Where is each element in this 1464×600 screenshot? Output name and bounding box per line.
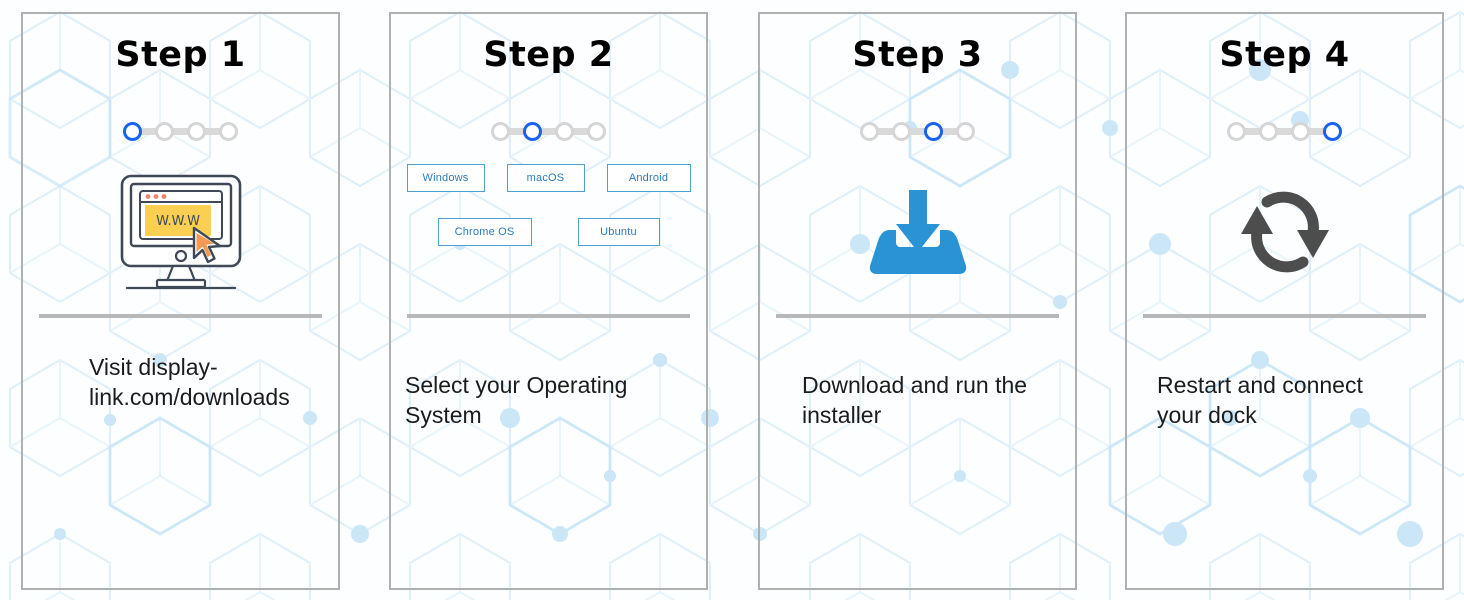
step-card-2[interactable]: Step 2 Windows macOS Android Chrome OS U… (389, 12, 708, 590)
step-connector-1 (1244, 127, 1261, 135)
step-dot-4[interactable] (219, 121, 238, 141)
step-dot-4[interactable] (1323, 121, 1342, 141)
step-4-title: Step 4 (1219, 35, 1350, 75)
step-connector-2 (1276, 127, 1293, 135)
step-4-artwork (1127, 154, 1442, 309)
restart-refresh-icon (1240, 191, 1329, 272)
step-3-artwork (760, 154, 1075, 309)
step-dot-2[interactable] (1259, 121, 1278, 141)
step-card-3[interactable]: Step 3 Download and run the inst (758, 12, 1077, 590)
step-dot-2[interactable] (892, 121, 911, 141)
step-3-progress-indicator (760, 118, 1075, 144)
step-4-caption: Restart and connect your dock (1157, 372, 1363, 429)
svg-text:W.W.W: W.W.W (156, 214, 200, 229)
step-dot-3[interactable] (555, 121, 574, 141)
os-button-ubuntu[interactable]: Ubuntu (577, 218, 660, 246)
step-dot-1[interactable] (1227, 121, 1246, 141)
step-dot-2[interactable] (523, 121, 542, 141)
step-4-progress-indicator (1127, 118, 1442, 144)
step-dot-3[interactable] (187, 121, 206, 141)
step-3-caption: Download and run the installer (802, 372, 1028, 429)
step-dot-4[interactable] (587, 121, 606, 141)
step-1-progress-indicator (23, 118, 338, 144)
step-dot-1[interactable] (860, 121, 879, 141)
os-option-grid: Windows macOS Android Chrome OS Ubuntu (399, 164, 698, 294)
step-4-divider (1143, 314, 1426, 318)
monitor-www-icon: W.W.W (120, 174, 241, 289)
step-2-title: Step 2 (483, 35, 614, 75)
step-1-divider (39, 314, 322, 318)
step-2-caption: Select your Operating System (405, 372, 628, 429)
step-dot-3[interactable] (924, 121, 943, 141)
os-button-chrome-os[interactable]: Chrome OS (437, 218, 532, 246)
step-card-1[interactable]: Step 1 (21, 12, 340, 590)
download-tray-icon (869, 189, 966, 274)
os-button-macos[interactable]: macOS (506, 164, 585, 192)
step-1-caption: Visit display- link.com/downloads (89, 354, 290, 411)
step-2-divider (407, 314, 690, 318)
step-3-divider (776, 314, 1059, 318)
step-connector-3 (204, 127, 221, 135)
step-connector-1 (877, 127, 894, 135)
step-2-progress-indicator (391, 118, 706, 144)
os-button-windows[interactable]: Windows (406, 164, 485, 192)
step-dot-1[interactable] (123, 121, 142, 141)
step-dot-3[interactable] (1291, 121, 1310, 141)
step-1-artwork: W.W.W (23, 154, 338, 309)
step-3-title: Step 3 (852, 35, 983, 75)
step-1-title: Step 1 (115, 35, 246, 75)
step-dot-4[interactable] (956, 121, 975, 141)
step-card-4[interactable]: Step 4 Restart and conn (1125, 12, 1444, 590)
os-button-android[interactable]: Android (606, 164, 691, 192)
step-dot-1[interactable] (491, 121, 510, 141)
step-dot-2[interactable] (155, 121, 174, 141)
